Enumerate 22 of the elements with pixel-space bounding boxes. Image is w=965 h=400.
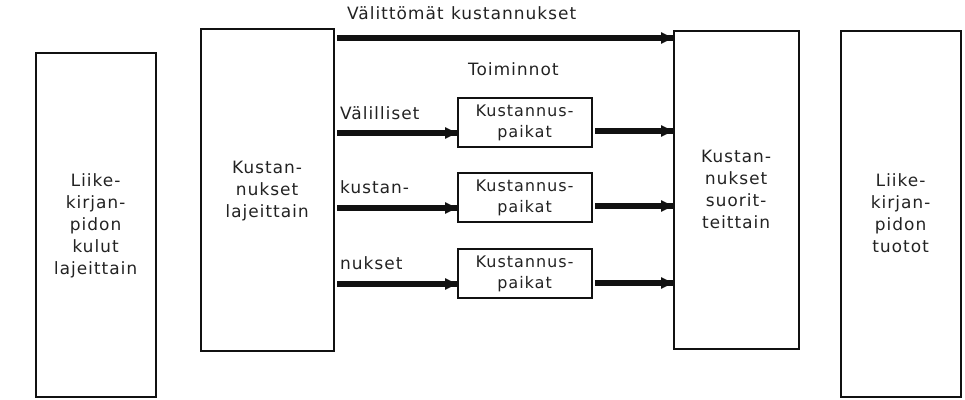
arrow <box>595 277 673 289</box>
box-label: Liike- kirjan- pidon kulut lajeittain <box>54 170 138 280</box>
process-box <box>673 30 800 350</box>
box-label: Kustannus- paikat <box>474 101 576 143</box>
process-box <box>457 248 593 299</box>
process-box <box>457 97 593 148</box>
arrow <box>337 202 457 214</box>
box-label: Kustannus- paikat <box>474 176 576 218</box>
process-box <box>457 172 593 223</box>
arrow <box>595 200 673 212</box>
process-box <box>840 30 962 398</box>
arrow <box>337 32 673 44</box>
group-heading: Toiminnot <box>468 60 560 80</box>
arrow <box>337 278 457 290</box>
process-box <box>200 28 335 352</box>
box-label: Liike- kirjan- pidon tuotot <box>870 170 932 258</box>
box-label: Kustan- nukset suorit- teittain <box>701 146 772 234</box>
box-label: Kustannus- paikat <box>474 252 576 294</box>
arrow <box>595 125 673 137</box>
arrow <box>337 127 457 139</box>
box-label: Kustan- nukset lajeittain <box>225 156 310 224</box>
process-box <box>35 52 157 398</box>
